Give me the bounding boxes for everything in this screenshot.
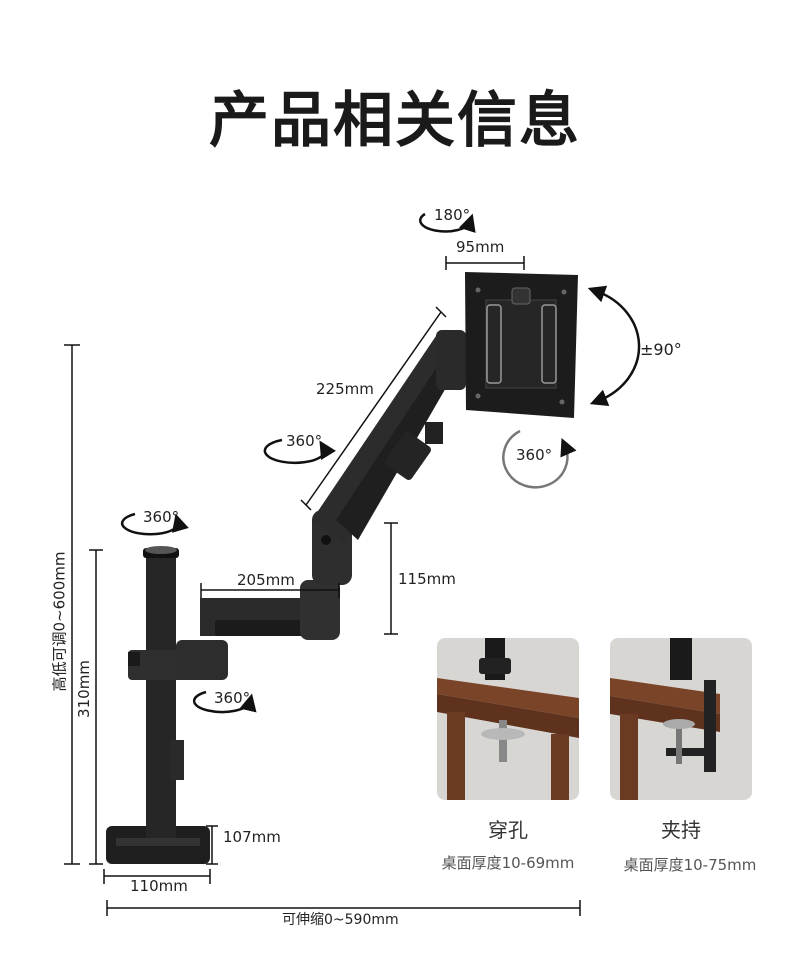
- rotate-360-lower-arrow-icon: [192, 690, 257, 714]
- upper-arm-length-label: 225mm: [316, 380, 374, 398]
- monitor-arm-illustration: [106, 272, 578, 864]
- rotate-360-pole-arrow-icon: [120, 512, 189, 536]
- vesa-size-label: 95mm: [456, 238, 505, 256]
- head-tilt-label: 180°: [434, 206, 471, 224]
- pole-top-rotate-label: 360°: [143, 508, 180, 526]
- swivel-90-arrow-icon: [587, 285, 641, 406]
- arm-upper-rotate-label: 360°: [286, 432, 323, 450]
- head-swivel-label: ±90°: [640, 340, 682, 359]
- clamp-mount-title: 夹持: [661, 818, 701, 842]
- lower-arm-length-label: 205mm: [237, 571, 295, 589]
- page-title: 产品相关信息: [209, 86, 581, 156]
- pole-height-label: 310mm: [75, 660, 93, 718]
- base-height-label: 107mm: [223, 828, 281, 846]
- arm-rise-label: 115mm: [398, 570, 456, 588]
- height-range-label: 高低可调0~600mm: [50, 551, 69, 692]
- base-width-label: 110mm: [130, 877, 188, 895]
- rotation-arrows: [120, 212, 641, 714]
- grommet-mount-spec: 桌面厚度10-69mm: [441, 854, 575, 872]
- grommet-mount-title: 穿孔: [488, 818, 528, 842]
- arm-lower-rotate-label: 360°: [214, 689, 251, 707]
- rotate-180-arrow-icon: [419, 212, 476, 234]
- grommet-mount-photo: [437, 638, 579, 800]
- dimension-lines: [64, 256, 581, 916]
- clamp-mount-spec: 桌面厚度10-75mm: [623, 856, 757, 874]
- clamp-mount-photo: [610, 638, 752, 800]
- rotate-360-head-arrow-icon: [502, 429, 577, 489]
- extension-label: 可伸缩0~590mm: [282, 912, 399, 928]
- head-rotate-label: 360°: [516, 446, 553, 464]
- rotate-360-arm-arrow-icon: [263, 438, 337, 465]
